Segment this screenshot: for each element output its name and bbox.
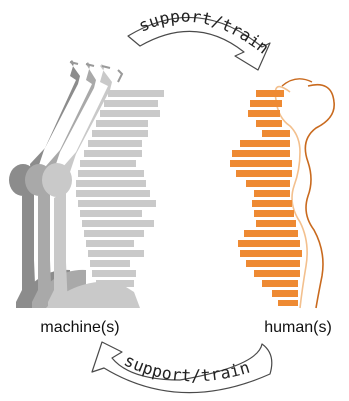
machine-bars xyxy=(76,90,164,287)
machine-label: machine(s) xyxy=(40,319,119,336)
machine-figure xyxy=(9,60,164,308)
human-figure xyxy=(230,79,334,308)
top-support-train-arrow: support/train xyxy=(128,7,273,70)
human-label: human(s) xyxy=(264,319,332,336)
human-head xyxy=(282,79,312,86)
bottom-support-train-arrow: support/train xyxy=(92,342,272,393)
human-outline-front xyxy=(305,85,334,308)
